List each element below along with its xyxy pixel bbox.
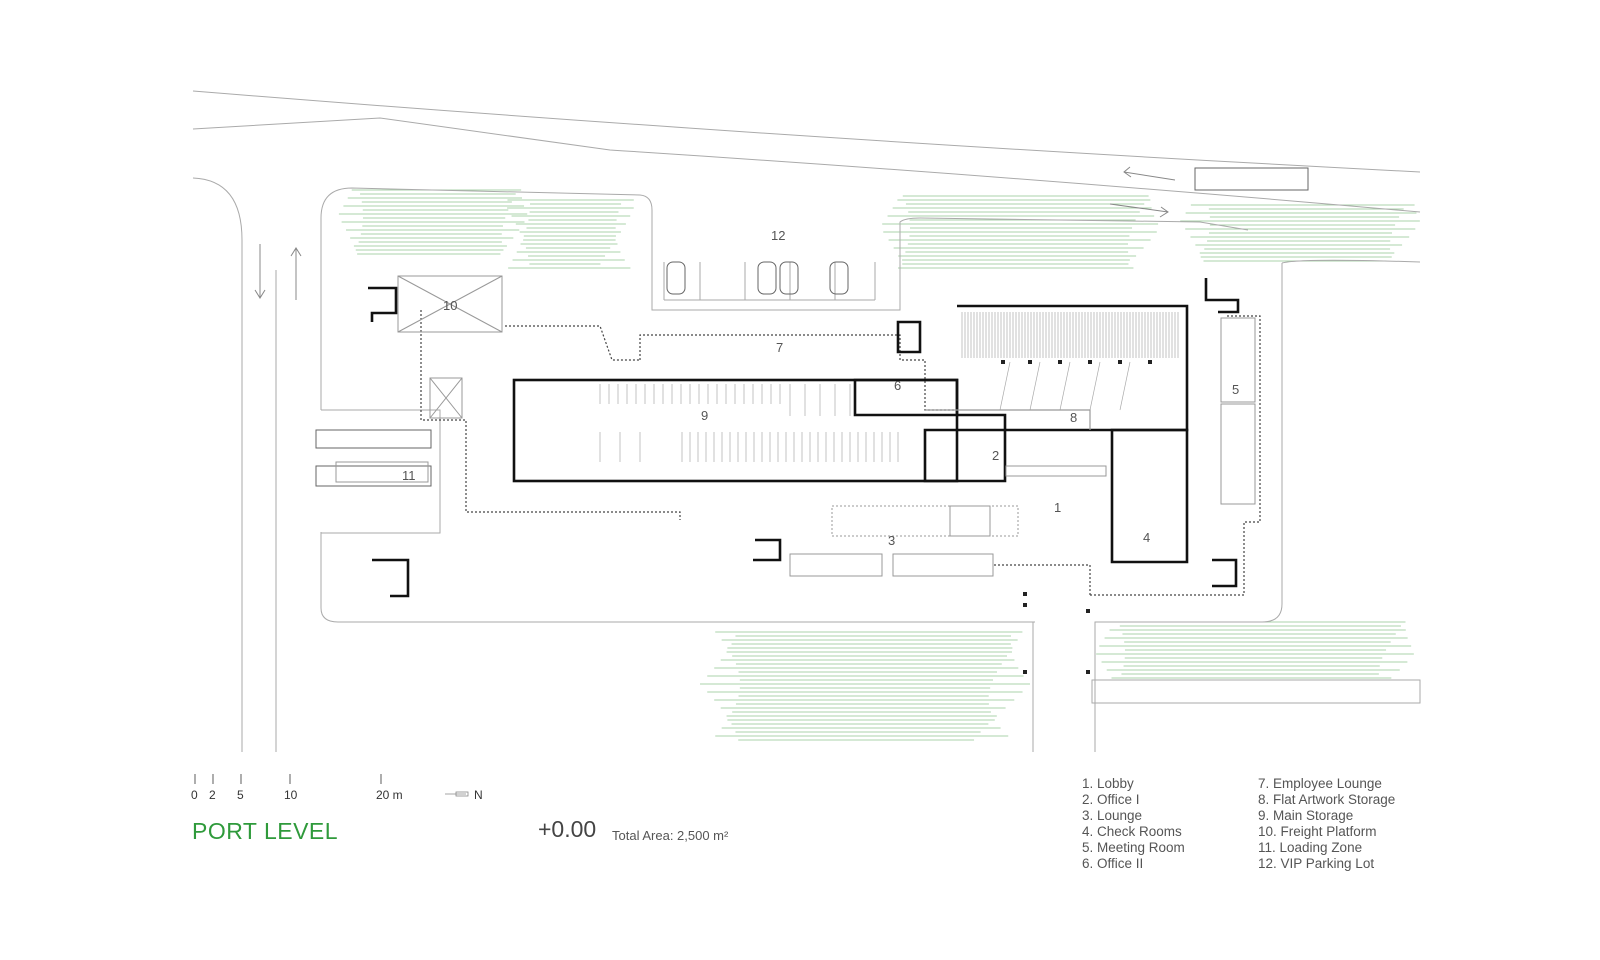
arrow-right-icon (1109, 203, 1169, 218)
parking-stalls (663, 262, 876, 301)
scale-tick-10: 10 (284, 788, 298, 802)
room-number-11: 11 (402, 468, 416, 483)
room-number-8: 8 (1070, 410, 1077, 425)
core-ne (1204, 278, 1240, 314)
room-number-10: 10 (443, 298, 457, 313)
office-i-wall (923, 428, 1007, 483)
lounge-seating (831, 505, 1019, 537)
core-sw (372, 558, 410, 598)
core-west (368, 286, 398, 322)
arrow-up-icon (290, 247, 302, 300)
office-ii-wall (853, 378, 959, 417)
room-number-5: 5 (1232, 382, 1239, 397)
scale-tick-20: 20 m (376, 788, 403, 802)
legend-item: 3. Lounge (1082, 808, 1143, 823)
legend-item: 9. Main Storage (1258, 808, 1354, 823)
car-icon (779, 261, 799, 295)
legend-column-2: 7. Employee Lounge 8. Flat Artwork Stora… (1258, 776, 1395, 872)
legend-item: 10. Freight Platform (1258, 824, 1377, 839)
legend-item: 2. Office I (1082, 792, 1140, 807)
room-number-9: 9 (701, 408, 708, 423)
drawing-title: PORT LEVEL (192, 818, 339, 844)
room-number-6: 6 (894, 378, 901, 393)
scale-tick-5: 5 (237, 788, 244, 802)
site-boundary-main (320, 187, 1249, 410)
vegetation-hatching (338, 189, 1420, 741)
interior-details (335, 275, 1256, 577)
escalator (949, 505, 991, 537)
room-number-7: 7 (776, 340, 783, 355)
truck-icon (315, 465, 432, 487)
north-label: N (474, 788, 483, 802)
legend-item: 5. Meeting Room (1082, 840, 1185, 855)
storage-racks (599, 312, 1179, 462)
legend-item: 7. Employee Lounge (1258, 776, 1382, 791)
scale-tick-2: 2 (209, 788, 216, 802)
legend-item: 4. Check Rooms (1082, 824, 1182, 839)
arrow-left-icon (1123, 166, 1176, 181)
room-number-3: 3 (888, 533, 895, 548)
scale-tick-0: 0 (191, 788, 198, 802)
service-road (192, 177, 243, 752)
scale-bar: 0 2 5 10 20 m N (191, 774, 483, 802)
legend-item: 1. Lobby (1082, 776, 1134, 791)
site-context (192, 90, 1421, 752)
legend-item: 6. Office II (1082, 856, 1144, 871)
meeting-table-1 (1220, 317, 1256, 403)
dock-edge (1091, 679, 1421, 704)
truck-icon (1194, 167, 1309, 191)
glass-wall-north (925, 409, 1091, 430)
south-boundary (320, 532, 1035, 623)
total-area-label: Total Area: 2,500 m² (612, 828, 729, 843)
legend-item: 11. Loading Zone (1258, 840, 1363, 855)
lounge-bench-1 (789, 553, 883, 577)
road-edge-top (192, 90, 1421, 173)
truck-icon (315, 429, 432, 449)
elevation-label: +0.00 (538, 816, 597, 842)
legend-item: 12. VIP Parking Lot (1258, 856, 1375, 871)
room-number-2: 2 (992, 448, 999, 463)
walls (368, 278, 1240, 598)
car-icon (666, 261, 686, 295)
site-boundary-east (1281, 259, 1421, 264)
check-rooms-wall (1110, 428, 1189, 564)
artwork-storage-wall (957, 304, 1189, 432)
traffic-arrows (254, 166, 1176, 300)
road-edge-2 (192, 117, 1421, 213)
structural-markers (1001, 360, 1152, 674)
room-number-12: 12 (771, 228, 785, 243)
freight-platform (397, 275, 503, 333)
meeting-table-2 (1220, 403, 1256, 505)
legend-column-1: 1. Lobby 2. Office I 3. Lounge 4. Check … (1082, 776, 1185, 872)
west-loading-edge (321, 409, 441, 534)
loading-dock (335, 461, 429, 483)
lift-box (429, 377, 463, 419)
building-outline (420, 310, 1261, 596)
lounge-bench-2 (892, 553, 994, 577)
core-mid (753, 538, 782, 562)
room-number-1: 1 (1054, 500, 1061, 515)
vehicles (315, 167, 1309, 487)
room-labels: 1 2 3 4 5 6 7 8 9 10 11 12 (402, 228, 1239, 548)
core-east (1212, 558, 1238, 588)
car-icon (757, 261, 777, 295)
arrow-down-icon (254, 244, 266, 299)
car-icon (829, 261, 849, 295)
reception-counter (1005, 465, 1107, 477)
room-number-4: 4 (1143, 530, 1150, 545)
legend-item: 8. Flat Artwork Storage (1258, 792, 1396, 807)
east-street (1094, 263, 1283, 752)
main-storage-wall (512, 378, 959, 483)
core-north (896, 320, 922, 354)
